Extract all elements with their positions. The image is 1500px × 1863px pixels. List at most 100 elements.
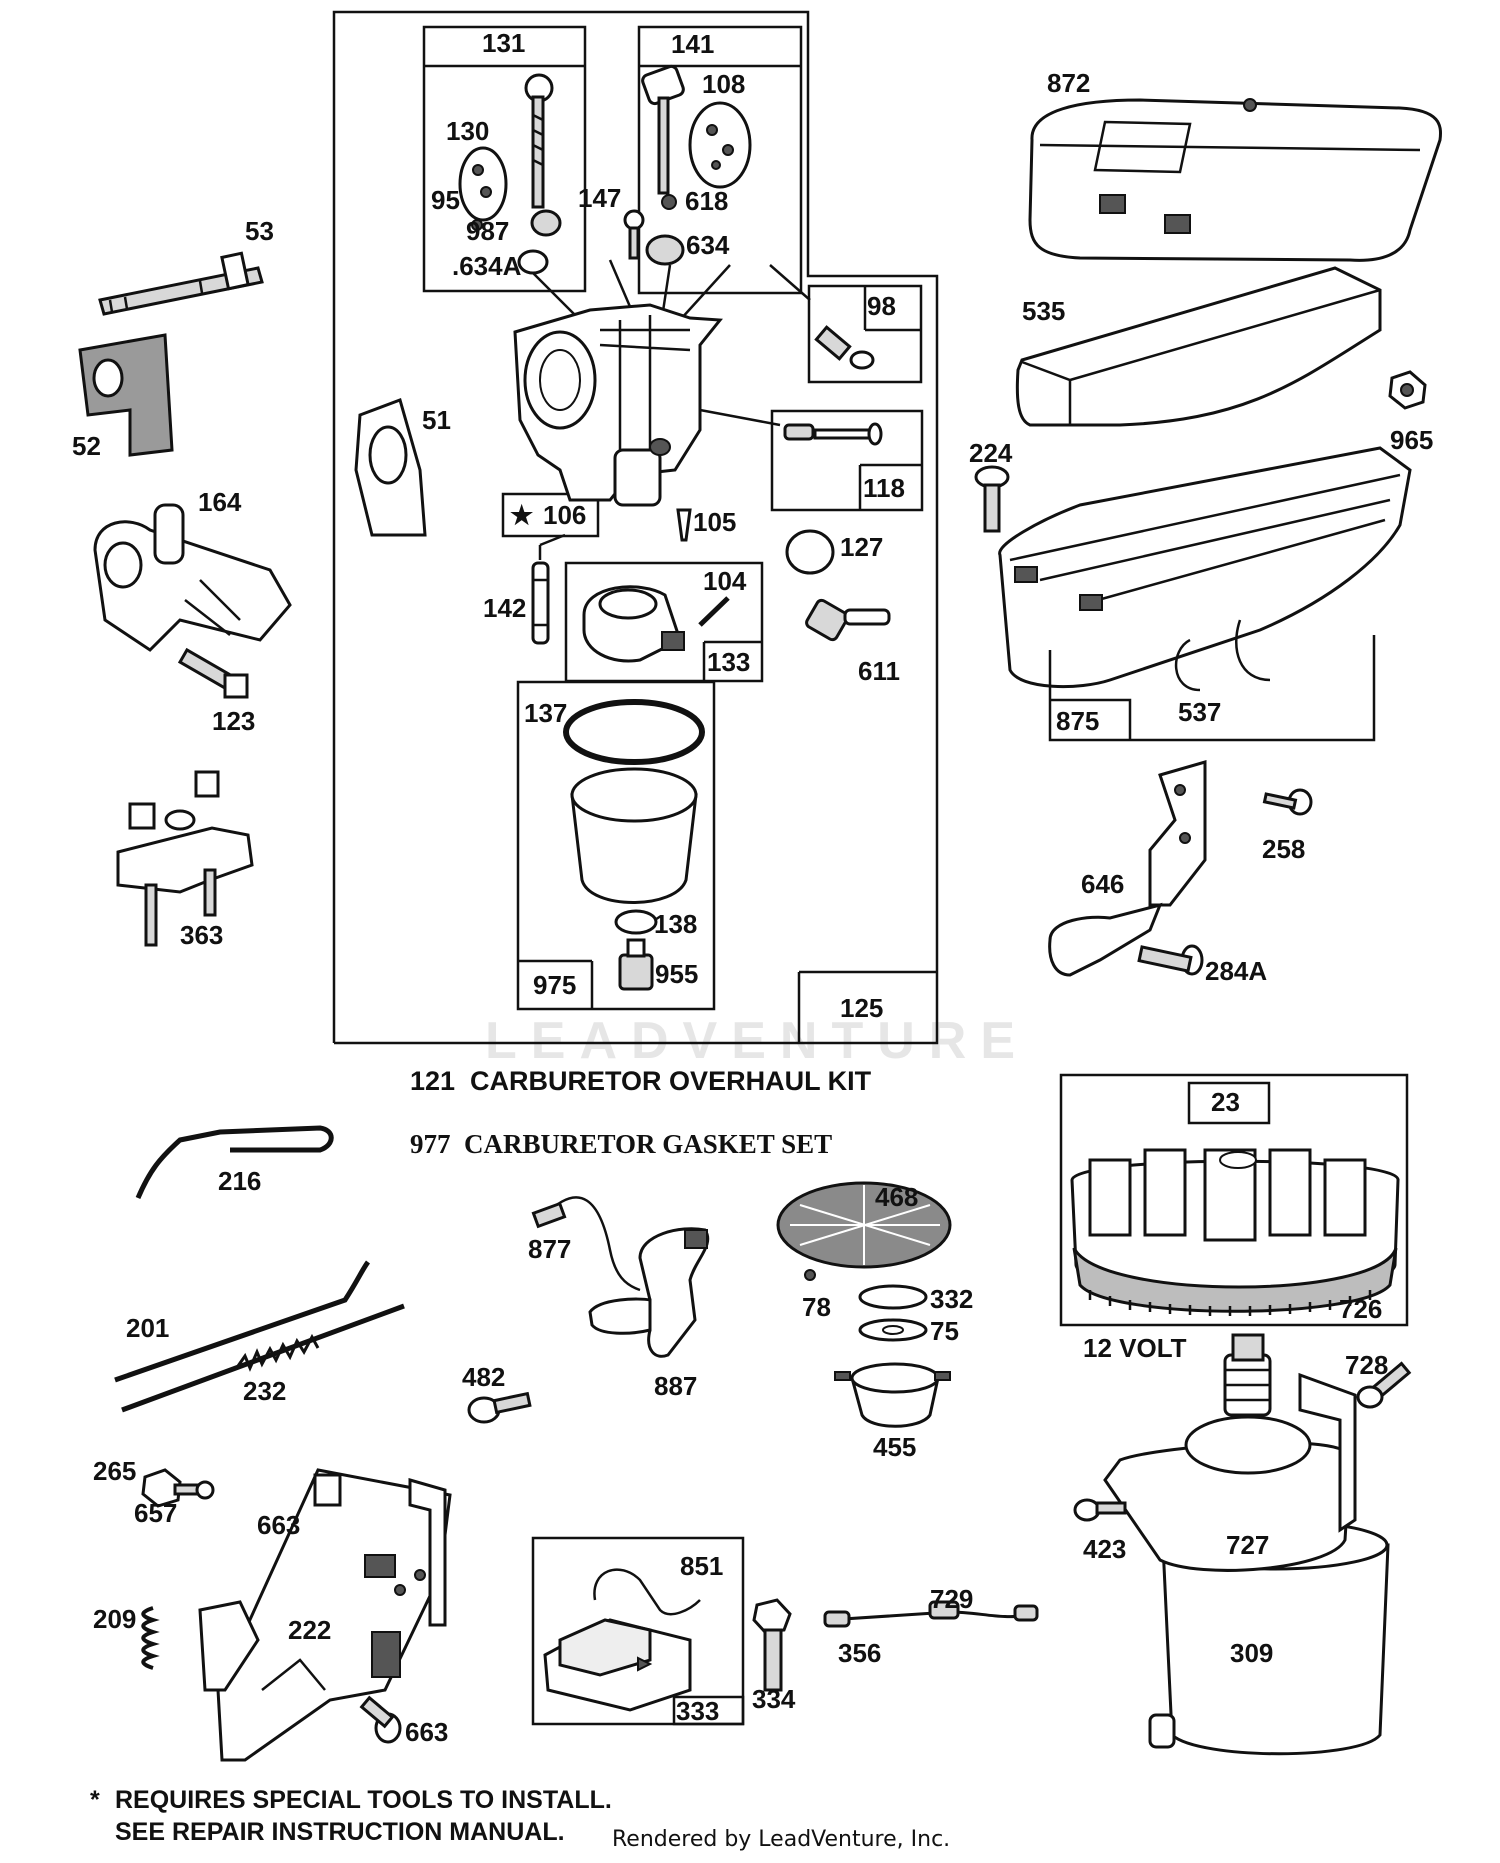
rod-201 bbox=[114, 1260, 371, 1383]
label-965: 965 bbox=[1390, 425, 1433, 455]
box-975 bbox=[516, 680, 716, 1011]
label-164: 164 bbox=[198, 487, 242, 517]
label-987: 987 bbox=[466, 216, 509, 246]
label-209: 209 bbox=[93, 1604, 136, 1634]
label-104: 104 bbox=[703, 566, 747, 596]
label-133: 133 bbox=[707, 647, 750, 677]
label-423: 423 bbox=[1083, 1534, 1126, 1564]
throttle-plate-130 bbox=[458, 146, 508, 222]
footer-note-line1: REQUIRES SPECIAL TOOLS TO INSTALL. bbox=[115, 1786, 612, 1814]
box-875 bbox=[1050, 698, 1132, 740]
label-955: 955 bbox=[655, 959, 698, 989]
label-222: 222 bbox=[288, 1615, 331, 1645]
label-137: 137 bbox=[524, 698, 567, 728]
label-127: 127 bbox=[840, 532, 883, 562]
screw-423 bbox=[1073, 1498, 1127, 1522]
bowl-bolt-955 bbox=[618, 938, 654, 991]
box-875-537 bbox=[1048, 635, 1376, 742]
bowl-gasket-137 bbox=[563, 699, 705, 765]
ignition-armature-887 bbox=[531, 1196, 710, 1358]
idle-screw-98 bbox=[814, 325, 875, 370]
choke-shaft-141 bbox=[641, 64, 685, 195]
label-118: 118 bbox=[863, 473, 905, 503]
box-23 bbox=[1187, 1081, 1271, 1125]
label-258: 258 bbox=[1262, 834, 1305, 864]
label-482: 482 bbox=[462, 1362, 505, 1392]
label-356: 356 bbox=[838, 1638, 881, 1668]
box-106 bbox=[501, 492, 600, 538]
screw-284a bbox=[1137, 944, 1204, 976]
seal-634 bbox=[645, 234, 685, 266]
label-51: 51 bbox=[422, 405, 451, 435]
label-265: 265 bbox=[93, 1456, 136, 1486]
label-142: 142 bbox=[483, 593, 526, 623]
label-108: 108 bbox=[702, 69, 745, 99]
label-468: 468 bbox=[875, 1182, 918, 1212]
wire-harness-729 bbox=[823, 1600, 1039, 1628]
intake-elbow-164 bbox=[93, 503, 292, 652]
ring-gear-726 bbox=[1072, 1247, 1398, 1316]
float-bowl bbox=[570, 767, 698, 904]
air-cleaner-base-537 bbox=[998, 446, 1412, 692]
screw-657 bbox=[173, 1480, 215, 1500]
washer-332 bbox=[858, 1284, 928, 1310]
starter-bracket-727 bbox=[1103, 1372, 1357, 1572]
screw-147 bbox=[623, 209, 645, 260]
nut-965 bbox=[1388, 370, 1427, 410]
label-332: 332 bbox=[930, 1284, 973, 1314]
carburetor-group bbox=[332, 10, 939, 1045]
label-131: 131 bbox=[482, 28, 525, 58]
label-455: 455 bbox=[873, 1432, 916, 1462]
label-728: 728 bbox=[1345, 1350, 1388, 1380]
primer-fitting-611 bbox=[805, 598, 891, 642]
label-634: 634 bbox=[686, 230, 730, 260]
label-224: 224 bbox=[969, 438, 1013, 468]
float-133 bbox=[582, 585, 685, 663]
label-887: 887 bbox=[654, 1371, 697, 1401]
label-334: 334 bbox=[752, 1684, 796, 1714]
label-52: 52 bbox=[72, 431, 101, 461]
mixture-screw-131 bbox=[524, 73, 554, 209]
seal-ring-127 bbox=[785, 529, 835, 575]
label-78: 78 bbox=[802, 1292, 831, 1322]
bolt-728 bbox=[1356, 1361, 1412, 1409]
screen-468 bbox=[776, 1181, 952, 1269]
jet-118 bbox=[783, 422, 883, 446]
label-75: 75 bbox=[930, 1316, 959, 1346]
box-141 bbox=[637, 25, 803, 295]
label-216: 216 bbox=[218, 1166, 261, 1196]
starter-drive bbox=[1223, 1333, 1272, 1417]
label-875: 875 bbox=[1056, 706, 1099, 736]
label-537: 537 bbox=[1178, 697, 1221, 727]
spring-618 bbox=[661, 194, 677, 210]
label-125: 125 bbox=[840, 993, 883, 1023]
box-851 bbox=[531, 1536, 745, 1726]
label-130: 130 bbox=[446, 116, 489, 146]
flywheel-23 bbox=[1070, 1148, 1400, 1293]
footer-star: * bbox=[90, 1786, 100, 1814]
label-611: 611 bbox=[858, 656, 900, 686]
label-618: 618 bbox=[685, 186, 728, 216]
label-663-bottom: 663 bbox=[405, 1717, 448, 1747]
label-95: 95 bbox=[431, 185, 460, 215]
label-726: 726 bbox=[1339, 1294, 1382, 1324]
bolt-224 bbox=[974, 465, 1010, 533]
label-23: 23 bbox=[1211, 1087, 1240, 1117]
label-106: 106 bbox=[543, 500, 586, 530]
control-bracket-222 bbox=[198, 1468, 452, 1762]
caption-gasket-set: 977 CARBURETOR GASKET SET bbox=[410, 1129, 832, 1159]
gasket-51 bbox=[354, 398, 427, 537]
screw-663-bottom bbox=[359, 1695, 402, 1744]
box-131 bbox=[422, 25, 587, 293]
part-labels: 131 141 108 130 95 987 .634A 147 618 634… bbox=[72, 28, 1433, 1747]
label-284a: 284A bbox=[1205, 956, 1267, 986]
label-657: 657 bbox=[134, 1498, 177, 1528]
label-53: 53 bbox=[245, 216, 274, 246]
seal-987 bbox=[530, 209, 562, 237]
bracket-646 bbox=[1048, 760, 1207, 977]
label-851: 851 bbox=[680, 1551, 723, 1581]
label-333: 333 bbox=[676, 1696, 719, 1726]
nut-265 bbox=[141, 1468, 182, 1508]
label-98: 98 bbox=[867, 291, 896, 321]
